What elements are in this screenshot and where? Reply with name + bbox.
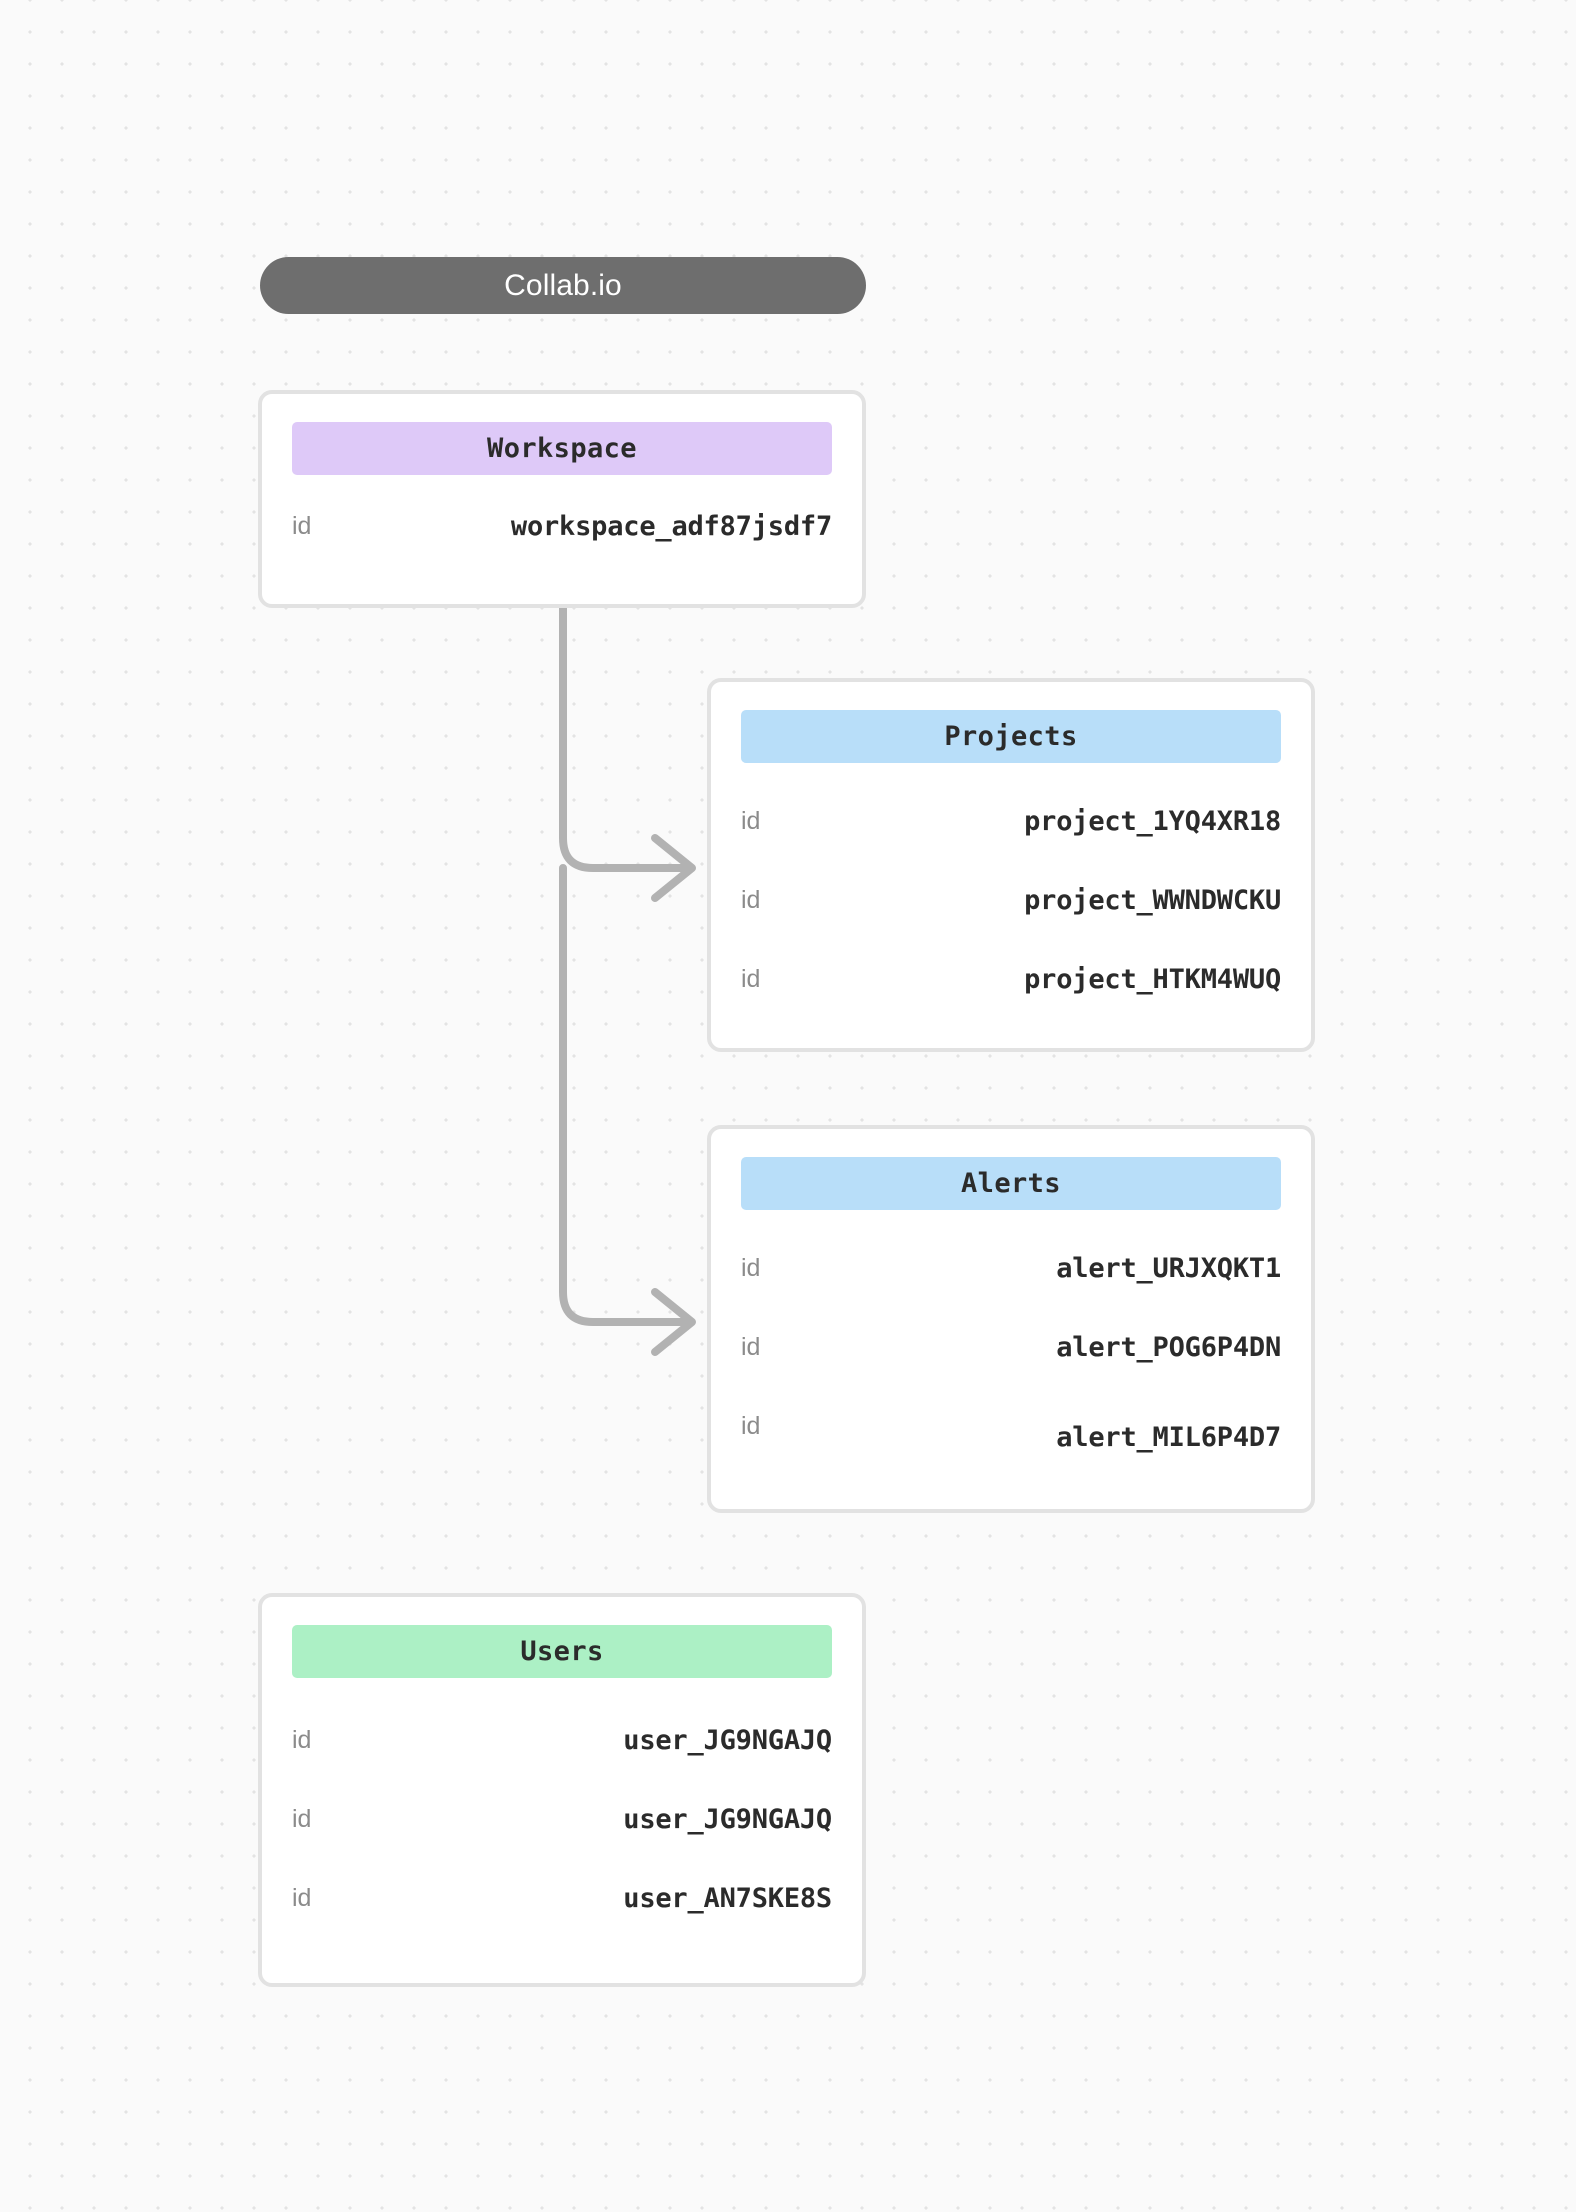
entity-card-projects[interactable]: Projects id project_1YQ4XR18 id project_… <box>707 678 1315 1052</box>
table-row[interactable]: id project_1YQ4XR18 <box>741 782 1281 861</box>
entity-rows-users: id user_JG9NGAJQ id user_JG9NGAJQ id use… <box>292 1701 832 1938</box>
entity-header-band-alerts: Alerts <box>741 1157 1281 1210</box>
row-key: id <box>292 1884 312 1912</box>
table-row[interactable]: id user_JG9NGAJQ <box>292 1780 832 1859</box>
row-key: id <box>741 886 761 914</box>
row-value: user_JG9NGAJQ <box>623 1804 832 1835</box>
entity-card-alerts[interactable]: Alerts id alert_URJXQKT1 id alert_POG6P4… <box>707 1125 1315 1513</box>
row-key: id <box>741 807 761 835</box>
table-row[interactable]: id user_AN7SKE8S <box>292 1859 832 1938</box>
row-key: id <box>741 965 761 993</box>
entity-rows-workspace: id workspace_adf87jsdf7 <box>292 496 832 556</box>
table-row[interactable]: id user_JG9NGAJQ <box>292 1701 832 1780</box>
table-row[interactable]: id alert_MIL6P4D7 <box>741 1387 1281 1466</box>
row-key: id <box>292 1805 312 1833</box>
entity-title-workspace: Workspace <box>487 433 637 464</box>
entity-header-band-users: Users <box>292 1625 832 1678</box>
table-row[interactable]: id workspace_adf87jsdf7 <box>292 496 832 556</box>
table-row[interactable]: id alert_URJXQKT1 <box>741 1229 1281 1308</box>
entity-header-band-projects: Projects <box>741 710 1281 763</box>
entity-title-alerts: Alerts <box>961 1168 1061 1199</box>
row-value: user_AN7SKE8S <box>623 1883 832 1914</box>
table-row[interactable]: id alert_POG6P4DN <box>741 1308 1281 1387</box>
row-key: id <box>292 1726 312 1754</box>
entity-rows-alerts: id alert_URJXQKT1 id alert_POG6P4DN id a… <box>741 1229 1281 1466</box>
diagram-title-pill: Collab.io <box>260 257 866 314</box>
entity-header-band-workspace: Workspace <box>292 422 832 475</box>
entity-card-users[interactable]: Users id user_JG9NGAJQ id user_JG9NGAJQ … <box>258 1593 866 1987</box>
connector-workspace-to-projects <box>559 602 696 902</box>
row-key: id <box>292 511 312 540</box>
table-row[interactable]: id project_HTKM4WUQ <box>741 940 1281 1019</box>
row-value: project_1YQ4XR18 <box>1024 806 1281 837</box>
diagram-title: Collab.io <box>504 268 622 302</box>
row-key: id <box>741 1333 761 1361</box>
row-value: alert_URJXQKT1 <box>1056 1253 1281 1284</box>
entity-title-users: Users <box>520 1636 604 1667</box>
row-value: alert_POG6P4DN <box>1056 1332 1281 1363</box>
row-value: project_HTKM4WUQ <box>1024 964 1281 995</box>
table-row[interactable]: id project_WWNDWCKU <box>741 861 1281 940</box>
row-key: id <box>741 1412 761 1440</box>
entity-rows-projects: id project_1YQ4XR18 id project_WWNDWCKU … <box>741 782 1281 1019</box>
entity-title-projects: Projects <box>944 721 1078 752</box>
row-value: workspace_adf87jsdf7 <box>510 510 832 542</box>
row-value: project_WWNDWCKU <box>1024 885 1281 916</box>
row-key: id <box>741 1254 761 1282</box>
entity-card-workspace[interactable]: Workspace id workspace_adf87jsdf7 <box>258 390 866 608</box>
row-value: user_JG9NGAJQ <box>623 1725 832 1756</box>
connector-workspace-to-alerts <box>559 864 696 1356</box>
row-value: alert_MIL6P4D7 <box>1056 1422 1281 1453</box>
